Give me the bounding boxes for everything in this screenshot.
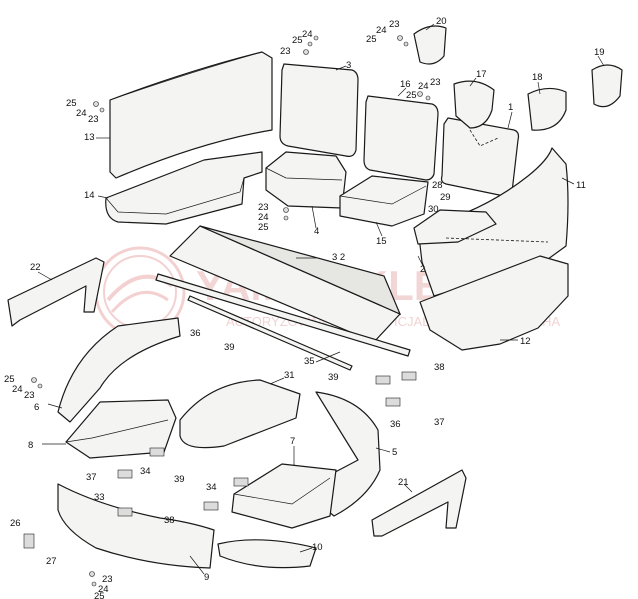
callout-36b[interactable]: 36 <box>390 419 401 430</box>
part-1-cushion[interactable] <box>440 117 520 198</box>
callout-31[interactable]: 31 <box>284 370 295 381</box>
part-21-frame[interactable] <box>371 469 467 537</box>
part-10-plate[interactable] <box>217 539 317 569</box>
callout-21[interactable]: 21 <box>398 477 409 488</box>
callout-20[interactable]: 20 <box>436 16 447 27</box>
callout-23-9[interactable]: 23 <box>102 574 113 585</box>
callout-29[interactable]: 29 <box>440 192 451 203</box>
callout-33[interactable]: 33 <box>94 492 105 503</box>
part-35-rod[interactable] <box>155 273 411 357</box>
part-6-backrest[interactable] <box>57 317 181 423</box>
callout-1[interactable]: 1 <box>508 102 513 113</box>
callout-38b[interactable]: 38 <box>434 362 445 373</box>
callout-37b[interactable]: 37 <box>434 417 445 428</box>
callout-25-4[interactable]: 25 <box>258 222 269 233</box>
callout-16[interactable]: 16 <box>400 79 411 90</box>
part-15-cushion[interactable] <box>339 175 429 227</box>
callout-25-9[interactable]: 25 <box>94 591 105 599</box>
callout-23-left[interactable]: 23 <box>88 114 99 125</box>
callout-7[interactable]: 7 <box>290 436 295 447</box>
callout-labels: 1 2 3 4 5 6 7 8 9 10 11 12 13 14 15 16 1… <box>4 16 605 599</box>
callout-25-16[interactable]: 25 <box>406 90 417 101</box>
callout-32[interactable]: 3 2 <box>332 252 345 263</box>
callout-23-16[interactable]: 23 <box>430 77 441 88</box>
callout-27[interactable]: 27 <box>46 556 57 567</box>
part-2-seat[interactable] <box>413 209 497 245</box>
part-14-base[interactable] <box>105 151 263 225</box>
part-13-backrest[interactable] <box>109 51 273 179</box>
callout-12[interactable]: 12 <box>520 336 531 347</box>
callout-23-6[interactable]: 23 <box>24 390 35 401</box>
callout-26[interactable]: 26 <box>10 518 21 529</box>
callout-24-9[interactable]: 24 <box>98 584 109 595</box>
callout-22[interactable]: 22 <box>30 262 41 273</box>
callout-15[interactable]: 15 <box>376 236 387 247</box>
callout-24-6[interactable]: 24 <box>12 384 23 395</box>
part-16-cushion[interactable] <box>363 95 439 181</box>
part-9-front-panel[interactable] <box>57 483 215 569</box>
callout-39b[interactable]: 39 <box>174 474 185 485</box>
callout-10[interactable]: 10 <box>312 542 323 553</box>
callout-35[interactable]: 35 <box>304 356 315 367</box>
callout-39a[interactable]: 39 <box>224 342 235 353</box>
part-12-base[interactable] <box>419 255 569 351</box>
part-22-frame[interactable] <box>7 257 105 327</box>
callout-37a[interactable]: 37 <box>86 472 97 483</box>
callout-34b[interactable]: 34 <box>206 482 217 493</box>
callout-38a[interactable]: 38 <box>164 515 175 526</box>
callout-25-left[interactable]: 25 <box>66 98 77 109</box>
callout-25-mid[interactable]: 25 <box>366 34 377 45</box>
part-8-seat[interactable] <box>65 399 177 459</box>
callout-39c[interactable]: 39 <box>328 372 339 383</box>
callout-24-left[interactable]: 24 <box>76 108 87 119</box>
callout-24-top[interactable]: 24 <box>302 29 313 40</box>
callout-28[interactable]: 28 <box>432 180 443 191</box>
callout-13[interactable]: 13 <box>84 132 95 143</box>
callout-23-top[interactable]: 23 <box>280 46 291 57</box>
callout-17[interactable]: 17 <box>476 69 487 80</box>
callout-25-top[interactable]: 25 <box>292 35 303 46</box>
part-31-cushion[interactable] <box>179 379 301 449</box>
callout-4[interactable]: 4 <box>314 226 319 237</box>
part-17-flap[interactable] <box>453 80 495 129</box>
callout-24-16[interactable]: 24 <box>418 81 429 92</box>
callout-23-mid[interactable]: 23 <box>389 19 400 30</box>
callout-34a[interactable]: 34 <box>140 466 151 477</box>
part-19-flap[interactable] <box>591 64 623 108</box>
callout-8[interactable]: 8 <box>28 440 33 451</box>
part-4-cushion[interactable] <box>265 151 347 209</box>
part-32-cover-top[interactable] <box>199 225 402 316</box>
part-20-flap[interactable] <box>413 25 447 65</box>
callout-19[interactable]: 19 <box>594 47 605 58</box>
fasteners <box>23 35 431 587</box>
callout-25-6[interactable]: 25 <box>4 374 15 385</box>
callout-14[interactable]: 14 <box>84 190 95 201</box>
leader-lines <box>37 23 605 575</box>
callout-2[interactable]: 2 <box>420 264 425 275</box>
part-18-flap[interactable] <box>527 87 567 131</box>
callout-36a[interactable]: 36 <box>190 328 201 339</box>
callout-11[interactable]: 11 <box>576 180 586 191</box>
callout-24-mid[interactable]: 24 <box>376 25 387 36</box>
callout-24-4[interactable]: 24 <box>258 212 269 223</box>
callout-3[interactable]: 3 <box>346 60 351 71</box>
part-7-seat[interactable] <box>231 463 337 529</box>
callout-9[interactable]: 9 <box>204 572 209 583</box>
callout-18[interactable]: 18 <box>532 72 543 83</box>
callout-6[interactable]: 6 <box>34 402 39 413</box>
callout-23-4[interactable]: 23 <box>258 202 269 213</box>
callout-30[interactable]: 30 <box>428 204 439 215</box>
part-3-cushion[interactable] <box>279 63 359 157</box>
part-36-rod[interactable] <box>187 295 353 371</box>
callout-5[interactable]: 5 <box>392 447 397 458</box>
